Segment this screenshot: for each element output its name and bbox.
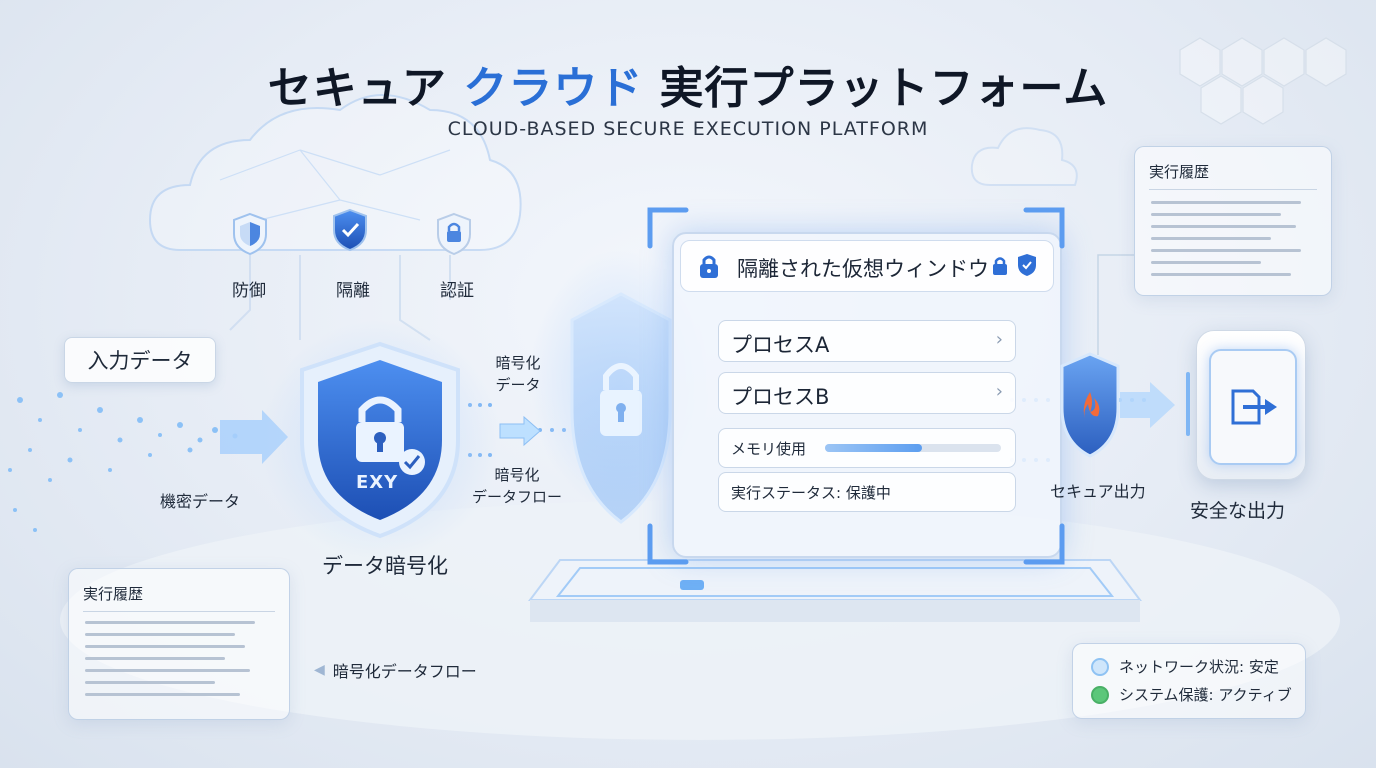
history-title: 実行履歴	[83, 585, 144, 603]
output-device[interactable]	[1196, 330, 1306, 480]
isolated-virtual-window: 隔離された仮想ウィンドウ プロセスA › プロセスB › メモリ使用 実行ステー…	[672, 232, 1062, 558]
divider	[83, 611, 275, 612]
title-part1: セキュア	[267, 63, 447, 114]
title-part2: 実行プラットフォーム	[659, 63, 1109, 114]
log-row	[1151, 261, 1261, 264]
shield-check-icon	[333, 208, 367, 252]
log-row	[85, 621, 255, 624]
lock-shield-icon	[437, 212, 471, 256]
feature-label-auth: 認証	[440, 281, 474, 301]
safe-output-label: 安全な出力	[1190, 500, 1286, 522]
legend-protection-label: システム保護: アクティブ	[1119, 686, 1292, 704]
execution-history-panel-left: 実行履歴	[68, 568, 290, 720]
export-icon	[1231, 389, 1277, 425]
execution-status-label: 実行ステータス: 保護中	[731, 484, 891, 502]
page-title: セキュア クラウド 実行プラットフォーム	[0, 52, 1376, 116]
memory-bar-track	[825, 444, 1001, 452]
execution-status-row: 実行ステータス: 保護中	[718, 472, 1016, 512]
process-a-item[interactable]: プロセスA ›	[718, 320, 1016, 362]
encrypted-data-label: 暗号化 データ	[495, 354, 541, 394]
output-screen	[1209, 349, 1297, 465]
log-row	[85, 693, 240, 696]
memory-label: メモリ使用	[731, 440, 807, 458]
firewall-shield-icon	[1060, 352, 1120, 458]
small-lock-icon	[993, 257, 1007, 275]
log-row	[1151, 273, 1291, 276]
log-row	[85, 669, 250, 672]
window-frame-brackets	[647, 207, 1065, 565]
title-accent: クラウド	[463, 63, 644, 114]
log-row	[85, 657, 225, 660]
secure-output-label: セキュア出力	[1050, 482, 1146, 501]
page-subtitle: CLOUD-BASED SECURE EXECUTION PLATFORM	[447, 118, 929, 140]
shield-icon	[1018, 254, 1036, 276]
log-row	[85, 633, 235, 636]
process-b-item[interactable]: プロセスB ›	[718, 372, 1016, 414]
log-row	[1151, 225, 1296, 228]
chevron-right-icon: ›	[995, 329, 1003, 350]
confidential-data-label: 機密データ	[160, 492, 241, 511]
log-row	[85, 645, 245, 648]
glass-lock-shield-icon	[570, 292, 672, 524]
window-header: 隔離された仮想ウィンドウ	[680, 240, 1054, 292]
log-row	[1151, 237, 1271, 240]
history-title: 実行履歴	[1149, 163, 1210, 181]
flow-footer-label: 暗号化データフロー	[332, 662, 477, 681]
feature-label-isolation: 隔離	[336, 281, 370, 301]
shield-text: EXY	[356, 472, 399, 493]
memory-usage-row: メモリ使用	[718, 428, 1016, 468]
status-legend: ネットワーク状況: 安定 システム保護: アクティブ	[1072, 643, 1306, 719]
output-side-bar	[1186, 372, 1190, 436]
status-dot-icon	[1091, 657, 1109, 676]
window-title: 隔離された仮想ウィンドウ	[737, 257, 989, 281]
chevron-right-icon: ›	[995, 381, 1003, 402]
lock-icon	[700, 255, 718, 278]
status-dot-icon	[1091, 685, 1109, 704]
process-b-label: プロセスB	[731, 385, 830, 409]
encrypted-flow-label: 暗号化 データフロー	[471, 466, 562, 506]
log-row	[85, 681, 215, 684]
feature-label-defense: 防御	[232, 281, 266, 301]
execution-history-panel-right: 実行履歴	[1134, 146, 1332, 296]
legend-network-label: ネットワーク状況: 安定	[1119, 658, 1279, 676]
legend-network: ネットワーク状況: 安定	[1091, 656, 1279, 677]
log-row	[1151, 249, 1301, 252]
log-row	[1151, 213, 1281, 216]
input-data-pill[interactable]: 入力データ	[64, 337, 216, 383]
shield-half-icon	[233, 212, 267, 256]
legend-protection: システム保護: アクティブ	[1091, 684, 1292, 705]
log-row	[1151, 201, 1301, 204]
encryption-caption: データ暗号化	[322, 554, 448, 578]
memory-bar-fill	[825, 444, 922, 452]
triangle-left-icon: ◀	[314, 662, 325, 678]
process-a-label: プロセスA	[731, 333, 830, 357]
flow-footer: ◀ 暗号化データフロー	[314, 658, 477, 682]
platform-base	[528, 559, 1142, 622]
encryption-shield-icon	[300, 341, 460, 539]
divider	[1149, 189, 1317, 190]
